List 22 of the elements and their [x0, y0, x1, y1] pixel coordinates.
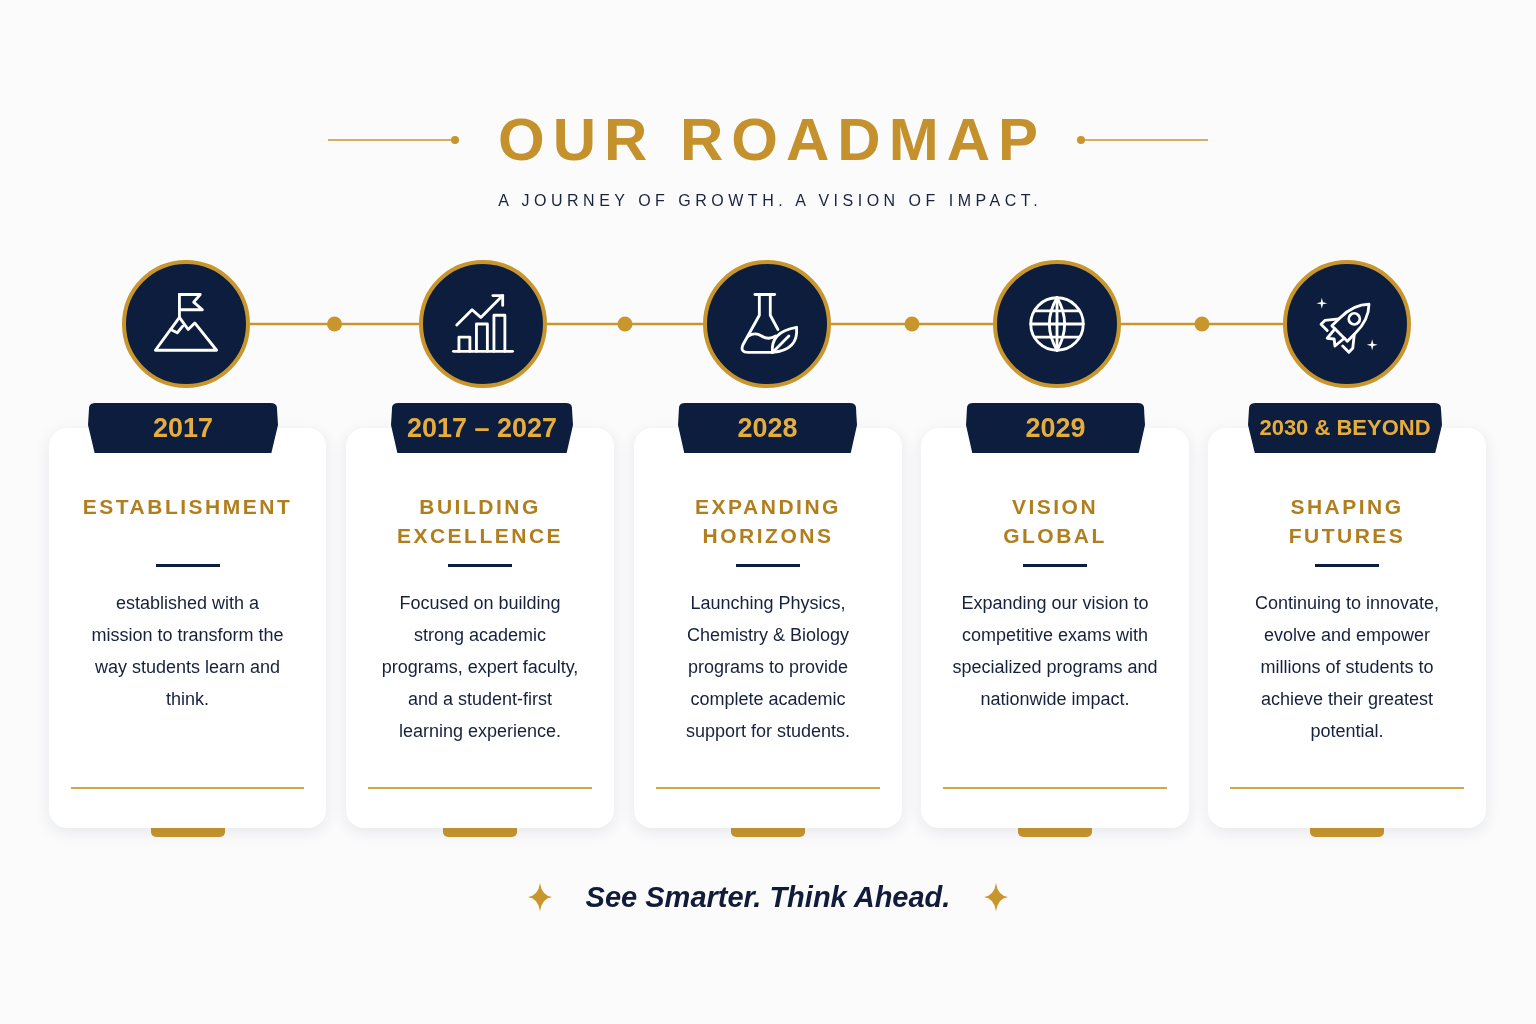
card-description: established with a mission to transform the way students learn and think. — [90, 592, 285, 711]
connector-line — [831, 322, 993, 326]
card-description: Continuing to innovate, evolve and empower millions of students to achieve their greatest potential. — [1253, 592, 1441, 743]
connector-line — [250, 322, 419, 326]
year-tab: 2030 & BEYOND — [1248, 403, 1442, 453]
year-tab: 2029 — [966, 403, 1145, 453]
card-description: Expanding our vision to competitive exams with specialized programs and nationwide impact. — [952, 592, 1158, 711]
card-heading: SHAPING FUTURES — [1288, 494, 1406, 549]
connector-line — [547, 322, 703, 326]
card-description: Focused on building strong academic programs, expert faculty, and a student-first learning experience. — [380, 592, 580, 743]
card-heading: VISION GLOBAL — [1003, 494, 1107, 549]
card-heading: BUILDING EXCELLENCE — [396, 494, 564, 549]
year-tab: 2017 – 2027 — [391, 403, 573, 453]
subtitle: A JOURNEY OF GROWTH. A VISION OF IMPACT. — [498, 191, 1043, 211]
page-title: OUR ROADMAP — [498, 105, 1046, 175]
year-tab: 2028 — [678, 403, 857, 453]
card-heading: EXPANDING HORIZONS — [695, 494, 841, 549]
card-description: Launching Physics, Chemistry & Biology programs to provide complete academic support for students. — [684, 592, 852, 743]
card-heading: ESTABLISHMENT — [82, 494, 293, 520]
year-tab: 2017 — [88, 403, 278, 453]
tagline: See Smarter. Think Ahead. — [585, 880, 951, 915]
connector-line — [1121, 322, 1283, 326]
